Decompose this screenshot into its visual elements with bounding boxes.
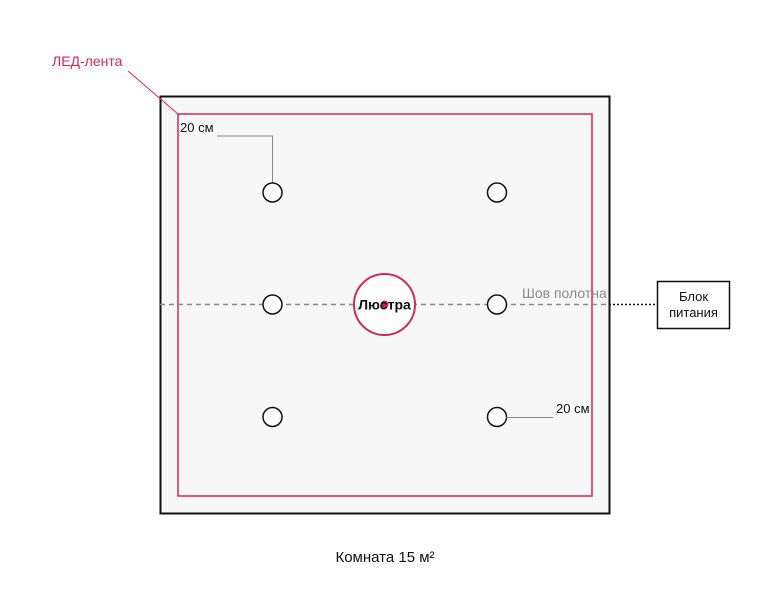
led-strip-leader <box>127 70 179 115</box>
power-supply-label-line2: питания <box>669 305 718 320</box>
seam-label: Шов полотна <box>522 285 607 301</box>
led-strip-label: ЛЕД-лента <box>52 53 123 69</box>
power-supply-box: Блок питания <box>656 280 731 330</box>
spotlight-icon <box>262 406 283 428</box>
power-supply-frame <box>656 280 731 330</box>
dimension-label-bottom: 20 см <box>556 401 590 416</box>
room-caption: Комната 15 м² <box>335 549 434 566</box>
chandelier-label: Люстра <box>358 297 411 313</box>
chandelier-icon: Люстра <box>353 273 416 336</box>
spotlight-icon <box>262 182 283 203</box>
spotlight-icon <box>486 182 508 203</box>
dimension-leader-top <box>217 135 273 183</box>
dimension-label-top: 20 см <box>180 120 214 135</box>
chandelier-center-dot <box>380 300 389 309</box>
spotlight-icon <box>262 294 283 315</box>
spotlight-icon <box>486 406 508 428</box>
spotlight-icon <box>486 294 508 315</box>
power-supply-label-line1: Блок <box>679 289 708 304</box>
